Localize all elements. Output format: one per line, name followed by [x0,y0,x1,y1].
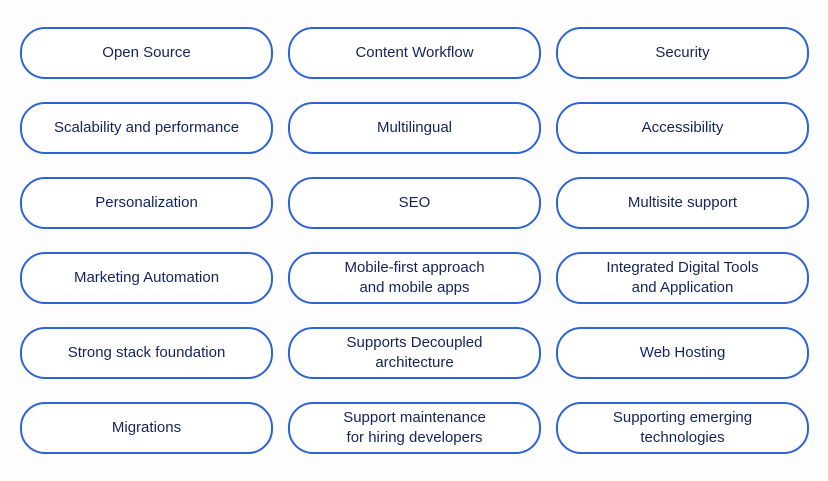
feature-pill-security[interactable]: Security [556,27,809,79]
feature-pill-seo[interactable]: SEO [288,177,541,229]
feature-pill-scalability-and-performance[interactable]: Scalability and performance [20,102,273,154]
feature-pill-supports-decoupled-architecture[interactable]: Supports Decoupled architecture [288,327,541,379]
feature-pill-web-hosting[interactable]: Web Hosting [556,327,809,379]
feature-pill-migrations[interactable]: Migrations [20,402,273,454]
feature-pill-content-workflow[interactable]: Content Workflow [288,27,541,79]
feature-pill-integrated-digital-tools-and-application[interactable]: Integrated Digital Tools and Application [556,252,809,304]
feature-pill-support-maintenance-for-hiring-developers[interactable]: Support maintenance for hiring developer… [288,402,541,454]
feature-pill-multisite-support[interactable]: Multisite support [556,177,809,229]
feature-pill-marketing-automation[interactable]: Marketing Automation [20,252,273,304]
feature-pill-supporting-emerging-technologies[interactable]: Supporting emerging technologies [556,402,809,454]
feature-pill-strong-stack-foundation[interactable]: Strong stack foundation [20,327,273,379]
feature-pill-personalization[interactable]: Personalization [20,177,273,229]
feature-pill-accessibility[interactable]: Accessibility [556,102,809,154]
feature-pill-mobile-first-approach-and-mobile-apps[interactable]: Mobile-first approach and mobile apps [288,252,541,304]
feature-pill-multilingual[interactable]: Multilingual [288,102,541,154]
feature-pill-open-source[interactable]: Open Source [20,27,273,79]
